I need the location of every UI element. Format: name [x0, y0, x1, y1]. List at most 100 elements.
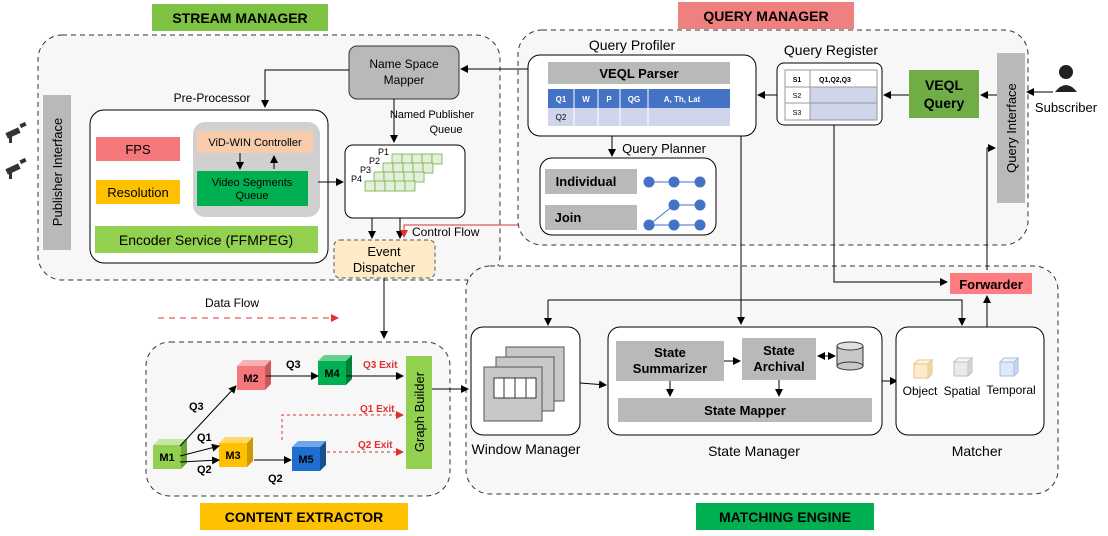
spatial-label: Spatial — [944, 384, 981, 398]
encoder-service-box — [95, 226, 318, 253]
content-extractor-label: CONTENT EXTRACTOR — [225, 509, 383, 525]
state-mapper — [618, 398, 872, 422]
publisher-label: P4 — [351, 174, 362, 184]
object-label: Object — [903, 384, 938, 398]
parser-row-q2: Q2 — [556, 113, 567, 122]
publisher-interface — [43, 95, 71, 250]
edge-label-q1: Q1 — [197, 432, 212, 444]
state-archival — [742, 338, 816, 380]
name-space-mapper-label-2: Mapper — [384, 73, 425, 87]
model-node-label: M5 — [298, 454, 313, 466]
control-flow-label: Control Flow — [412, 225, 480, 239]
matcher-label: Matcher — [952, 443, 1003, 459]
veql-query-label-2: Query — [924, 95, 965, 111]
fps-box — [96, 137, 180, 161]
parser-header-w: W — [582, 95, 590, 104]
fps-label: FPS — [125, 142, 151, 157]
matcher-box — [895, 326, 1045, 436]
model-node-label: M1 — [159, 452, 174, 464]
q3-exit-label: Q3 Exit — [363, 360, 398, 371]
spatial-cube-icon — [952, 356, 974, 378]
parser-header-q1: Q1 — [556, 95, 567, 104]
resolution-box — [96, 180, 180, 204]
state-summarizer-label-1: State — [654, 345, 686, 360]
forwarder-box — [950, 273, 1032, 294]
model-node-m1: M1 — [153, 439, 187, 469]
parser-header-qg: QG — [628, 95, 640, 104]
model-node-label: M3 — [225, 450, 240, 462]
edge-label-q2-m3m5: Q2 — [268, 473, 283, 485]
parser-table-header — [548, 89, 730, 108]
model-node-m3: M3 — [219, 437, 253, 467]
event-dispatcher-label-2: Dispatcher — [353, 260, 416, 275]
graph-builder — [406, 356, 432, 469]
name-space-mapper — [348, 45, 460, 100]
parser-header-ath: A, Th, Lat — [664, 95, 701, 104]
temporal-cube-icon — [998, 356, 1020, 378]
publisher-label: P3 — [360, 165, 371, 175]
register-s3: S3 — [793, 110, 802, 117]
state-summarizer — [616, 341, 724, 381]
camera-icon — [5, 157, 27, 179]
edge-label-q3-m1m2: Q3 — [189, 401, 204, 413]
q1-exit-label: Q1 Exit — [360, 404, 395, 415]
join-label: Join — [555, 210, 582, 225]
publisher-queue-p3: P3 — [360, 165, 425, 183]
query-register-label: Query Register — [784, 42, 878, 58]
join-graph-icon — [643, 199, 706, 231]
data-flow-label: Data Flow — [205, 296, 259, 310]
state-mapper-label: State Mapper — [704, 403, 786, 418]
veql-parser-bar — [548, 62, 730, 84]
query-manager-label: QUERY MANAGER — [703, 8, 828, 24]
named-publisher-queue-label-2: Queue — [429, 124, 462, 136]
model-node-m2: M2 — [237, 360, 271, 390]
publisher-interface-label: Publisher Interface — [50, 118, 65, 226]
vid-win-controller-label: ViD-WIN Controller — [208, 137, 302, 149]
individual-label: Individual — [556, 174, 617, 189]
parser-table-row — [548, 108, 730, 126]
state-archival-label-1: State — [763, 343, 795, 358]
state-summarizer-label-2: Summarizer — [633, 361, 707, 376]
video-segments-queue-label-2: Queue — [235, 190, 268, 202]
model-node-m4: M4 — [318, 355, 352, 385]
video-segments-queue-label-1: Video Segments — [212, 177, 293, 189]
object-cube-icon — [912, 358, 934, 380]
matching-engine-label: MATCHING ENGINE — [719, 509, 851, 525]
stream-manager-label: STREAM MANAGER — [172, 10, 307, 26]
vid-win-controller — [197, 131, 313, 153]
database-icon — [836, 341, 864, 371]
subscriber-label: Subscriber — [1035, 100, 1098, 115]
pre-processor-label: Pre-Processor — [174, 91, 251, 105]
edge-label-q2-m1m3: Q2 — [197, 464, 212, 476]
edge-label-q3-m2m4: Q3 — [286, 359, 301, 371]
matching-engine-label-bg — [696, 503, 874, 530]
parser-header-p: P — [606, 95, 612, 104]
model-node-label: M2 — [243, 373, 258, 385]
veql-query-box — [909, 70, 979, 118]
subscriber-icon — [1055, 65, 1077, 92]
event-dispatcher-label-1: Event — [367, 244, 401, 259]
stream-manager-label-bg — [152, 4, 328, 31]
veql-query-label-1: VEQL — [925, 77, 964, 93]
model-node-label: M4 — [324, 368, 340, 380]
publisher-label: P1 — [378, 147, 389, 157]
register-s1-queries: Q1,Q2,Q3 — [819, 77, 851, 84]
state-manager-label: State Manager — [708, 443, 800, 459]
window-manager-label: Window Manager — [472, 441, 581, 457]
publisher-label: P2 — [369, 156, 380, 166]
join-box — [545, 205, 637, 230]
register-s1: S1 — [793, 77, 802, 84]
query-interface-label: Query Interface — [1004, 83, 1019, 173]
content-extractor-label-bg — [200, 503, 408, 530]
model-node-m5: M5 — [292, 441, 326, 471]
query-planner-label: Query Planner — [622, 141, 706, 156]
name-space-mapper-label-1: Name Space — [369, 57, 439, 71]
q2-exit-label: Q2 Exit — [358, 440, 393, 451]
encoder-service-label: Encoder Service (FFMPEG) — [119, 232, 293, 248]
publisher-queue-p4: P4 — [351, 174, 416, 192]
query-profiler-label: Query Profiler — [589, 37, 676, 53]
individual-graph-icon — [643, 176, 706, 188]
veql-parser-label: VEQL Parser — [599, 66, 678, 81]
